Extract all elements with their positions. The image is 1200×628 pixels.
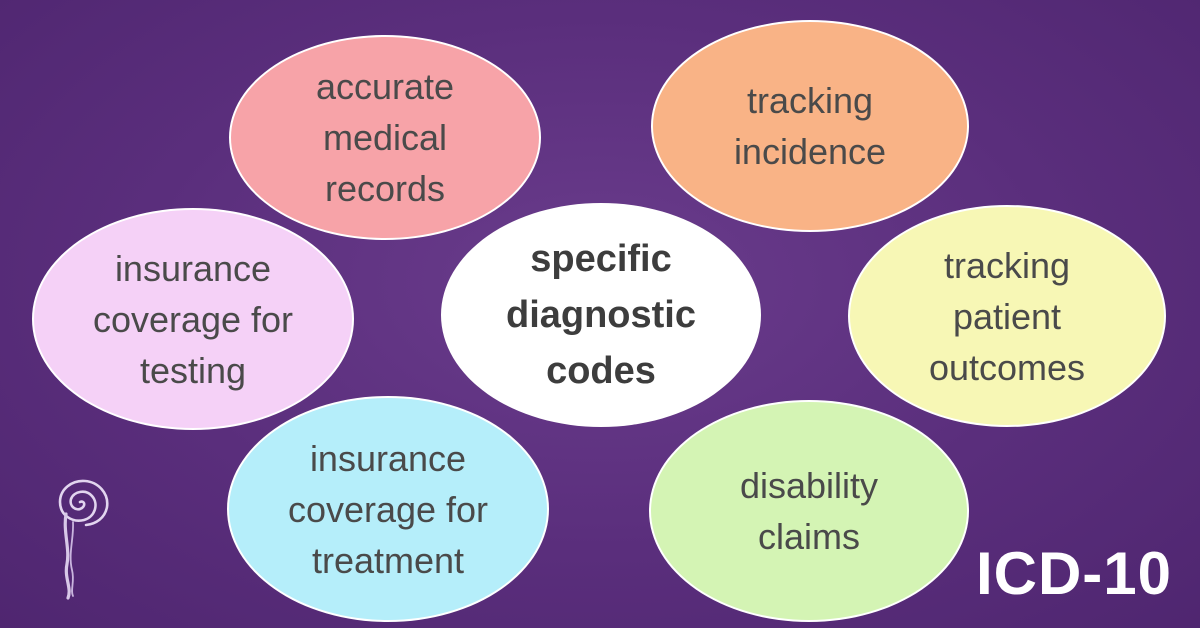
bubble-label: insurance coverage for testing bbox=[92, 247, 294, 391]
swirl-icon bbox=[58, 479, 109, 600]
bubble-label: accurate medical records bbox=[315, 66, 455, 209]
bubble-accurate-medical-records: accurate medical records bbox=[229, 35, 541, 240]
bubble-insurance-coverage-treatment: insurance coverage for treatment bbox=[227, 396, 549, 622]
bubble-label: disability claims bbox=[739, 465, 879, 557]
center-bubble-specific-diagnostic-codes: specific diagnostic codes bbox=[441, 203, 761, 427]
bubble-tracking-incidence: tracking incidence bbox=[651, 20, 969, 232]
bubble-tracking-patient-outcomes: tracking patient outcomes bbox=[848, 205, 1166, 427]
icd-10-label: ICD-10 bbox=[975, 540, 1172, 607]
bubble-label: tracking patient outcomes bbox=[928, 244, 1086, 388]
center-label: specific diagnostic codes bbox=[505, 238, 697, 392]
bubble-insurance-coverage-testing: insurance coverage for testing bbox=[32, 208, 354, 430]
bubble-label: tracking incidence bbox=[733, 80, 887, 172]
bubble-label: insurance coverage for treatment bbox=[287, 437, 489, 581]
bubble-disability-claims: disability claims bbox=[649, 400, 969, 622]
